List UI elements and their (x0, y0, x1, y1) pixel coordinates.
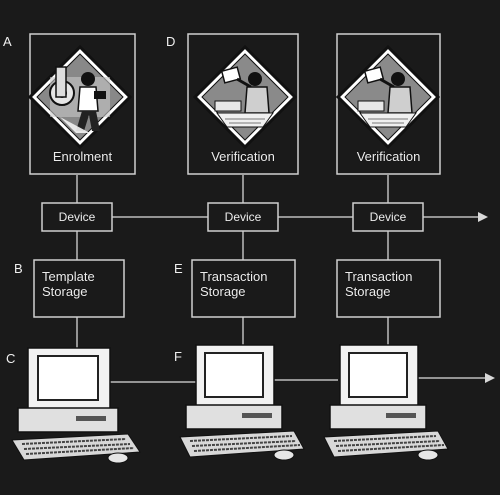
device-label-2: Device (224, 210, 262, 224)
arrow-head-icon (478, 212, 488, 222)
device-box-3 (352, 202, 424, 232)
storage-label-1-line1: Template (42, 269, 95, 284)
panel-label-enrolment: Enrolment (52, 149, 113, 164)
label-letter-c: C (6, 351, 16, 366)
panel-label-verification-1: Verification (211, 149, 275, 164)
storage-label-2-line2: Storage (200, 283, 246, 299)
device-box-2 (207, 202, 279, 232)
storage-label-2-line1: Transaction (200, 269, 268, 284)
label-letter-f: F (174, 349, 182, 364)
verification-person-icon (335, 44, 441, 150)
label-letter-a: A (3, 34, 12, 49)
storage-label-3-line2: Storage (345, 283, 391, 299)
device-box-1 (41, 202, 113, 232)
desktop-computer-icon (179, 344, 305, 461)
label-letter-e: E (174, 261, 183, 276)
device-label-3: Device (369, 210, 407, 224)
storage-label-1-line2: Storage (42, 283, 88, 299)
desktop-computer-icon (323, 344, 449, 461)
arrow-head-icon (485, 373, 495, 383)
panel-label-verification-2: Verification (356, 149, 421, 164)
enrollment-person-icon (27, 44, 133, 150)
device-label-1: Device (58, 210, 96, 224)
desktop-computer-icon (11, 347, 141, 464)
verification-person-icon (192, 44, 298, 150)
storage-label-2: Transaction Storage (200, 269, 268, 300)
storage-label-3: Transaction Storage (345, 269, 413, 300)
storage-box-1 (33, 259, 125, 318)
storage-label-3-line1: Transaction (345, 269, 413, 284)
storage-box-2 (191, 259, 296, 318)
label-letter-b: B (14, 261, 23, 276)
storage-label-1: Template Storage (42, 269, 95, 300)
storage-box-3 (336, 259, 441, 318)
label-letter-d: D (166, 34, 176, 49)
